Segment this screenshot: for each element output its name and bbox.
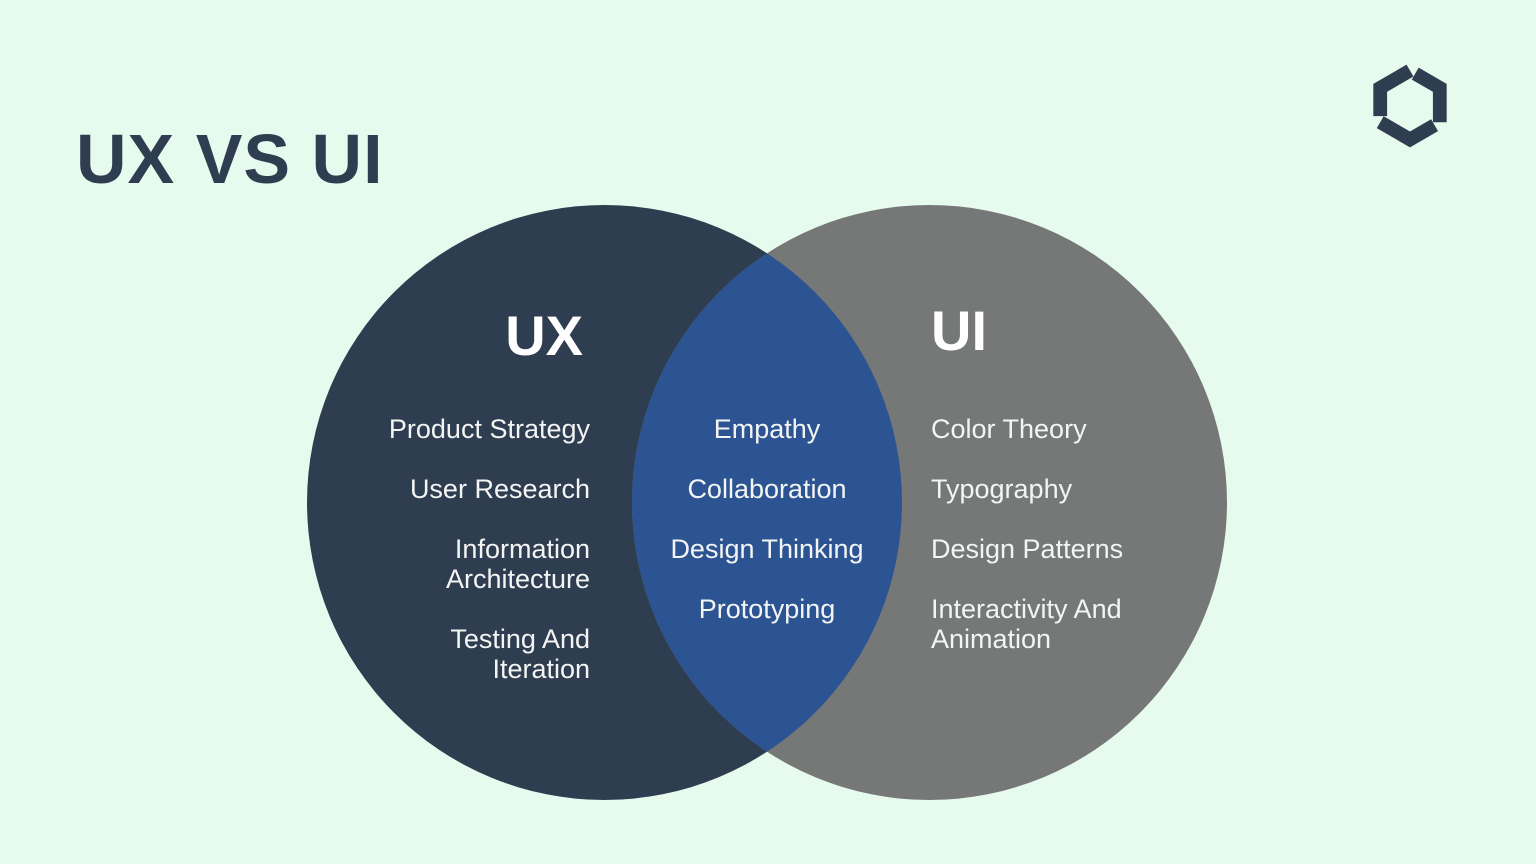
ui-item: Typography [931,474,1073,504]
page-title: UX VS UI [76,120,384,198]
ui-item-list: Color Theory Typography Design Patterns … [931,414,1221,684]
ui-item: Interactivity And Animation [931,594,1122,654]
ux-item: Testing And Iteration [450,624,590,684]
overlap-item-list: Empathy Collaboration Design Thinking Pr… [637,414,897,654]
ux-item: Information Architecture [445,534,590,594]
overlap-item: Empathy [713,414,821,444]
ux-item-list: Product Strategy User Research Informati… [280,414,590,714]
overlap-item: Collaboration [687,474,847,504]
overlap-item: Design Thinking [670,534,864,564]
ui-item: Design Patterns [931,534,1124,564]
ui-item: Color Theory [931,414,1087,444]
hexagon-logo-shape [1373,62,1447,148]
hexagon-logo-icon [1373,62,1447,148]
ux-heading: UX [505,304,583,367]
ux-item: User Research [409,474,590,504]
overlap-item: Prototyping [698,594,836,624]
ux-item: Product Strategy [388,414,590,444]
ui-heading: UI [931,299,987,362]
venn-diagram [307,205,1227,800]
overlap-lens [632,205,902,800]
